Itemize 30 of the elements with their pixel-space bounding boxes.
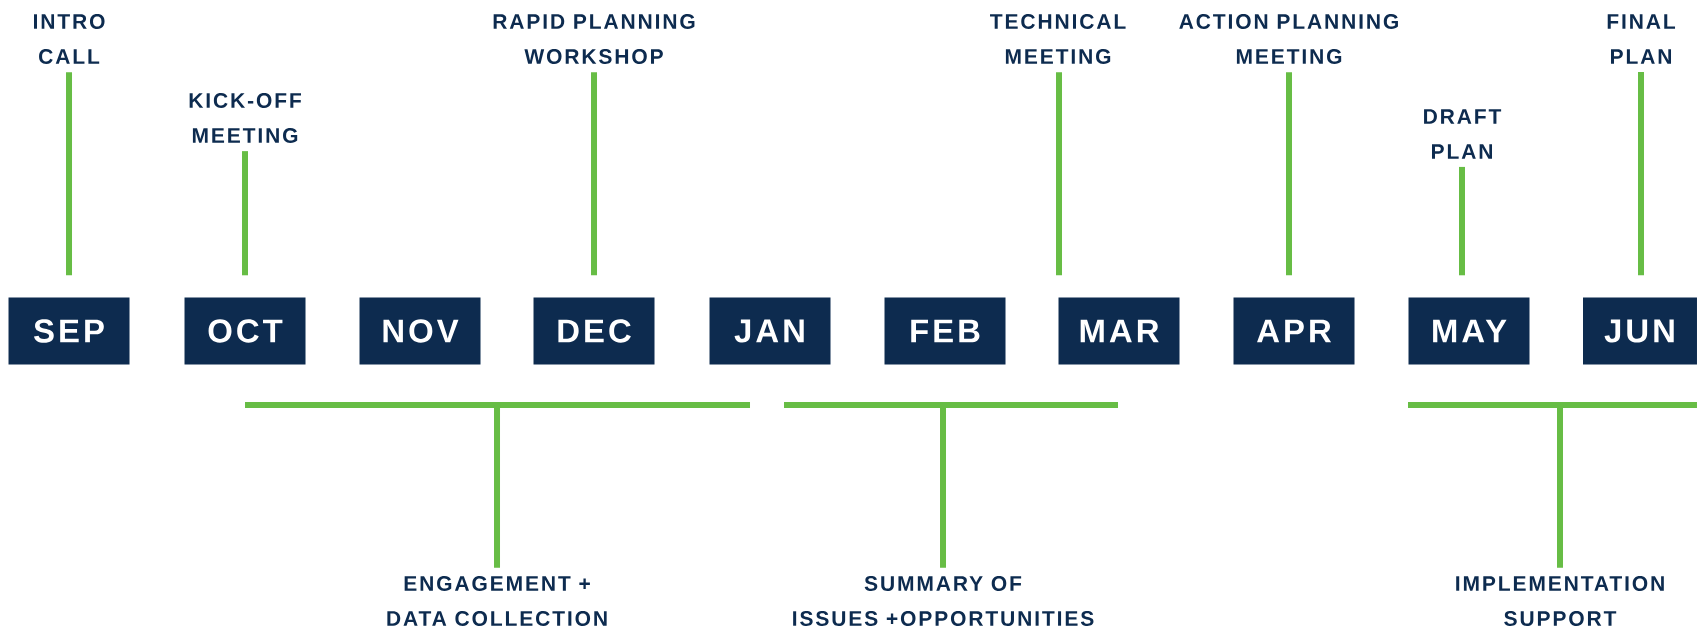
bracket-stem	[1557, 405, 1563, 568]
month-box: JUN	[1583, 297, 1697, 365]
leader-line	[1459, 166, 1465, 276]
leader-line	[66, 72, 72, 276]
month-box: FEB	[884, 297, 1006, 365]
bracket-stem	[940, 405, 946, 568]
month-box: DEC	[533, 297, 655, 365]
month-box: SEP	[8, 297, 130, 365]
milestone-label: ACTION PLANNING MEETING	[1179, 14, 1398, 64]
milestone-label: RAPID PLANNING WORKSHOP	[493, 14, 695, 64]
month-box: JAN	[709, 297, 831, 365]
leader-line	[1286, 72, 1292, 276]
milestone-label: KICK-OFF MEETING	[189, 93, 301, 143]
milestone-label: IMPLEMENTATION SUPPORT	[1456, 576, 1664, 626]
leader-line	[591, 72, 597, 276]
milestone-label: DRAFT PLAN	[1424, 109, 1502, 159]
milestone-label: FINAL PLAN	[1607, 14, 1676, 64]
month-box: APR	[1233, 297, 1355, 365]
milestone-label: INTRO CALL	[34, 14, 105, 64]
leader-line	[1638, 71, 1644, 276]
milestone-label: SUMMARY OF ISSUES +OPPORTUNITIES	[793, 576, 1094, 626]
month-box: MAR	[1058, 297, 1180, 365]
month-box: OCT	[184, 297, 306, 365]
month-box: NOV	[359, 297, 481, 365]
bracket-stem	[494, 405, 500, 568]
milestone-label: ENGAGEMENT + DATA COLLECTION	[387, 576, 607, 626]
leader-line	[1056, 72, 1062, 276]
month-box: MAY	[1408, 297, 1530, 365]
milestone-label: TECHNICAL MEETING	[990, 14, 1126, 64]
leader-line	[242, 151, 248, 276]
